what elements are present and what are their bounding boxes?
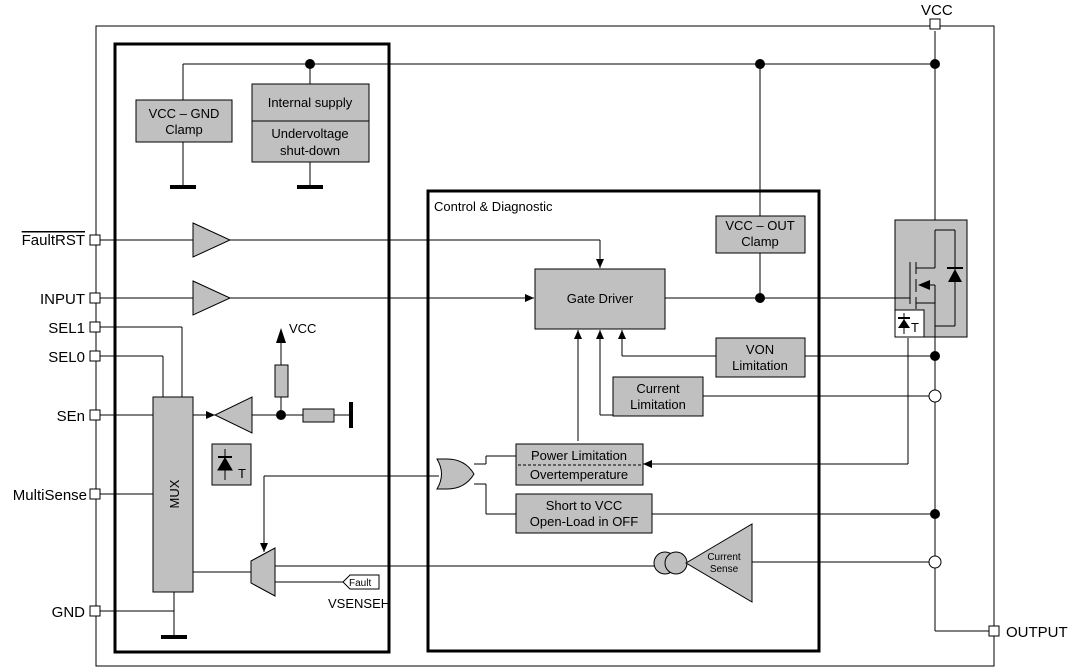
mosfet-arrow	[918, 280, 930, 290]
mosfet-temp-label: T	[911, 320, 919, 335]
input-buffer	[192, 280, 232, 316]
current-limitation-block	[612, 376, 704, 417]
output-pin-label: OUTPUT	[1006, 624, 1068, 641]
power-limitation-label: Power Limitation	[531, 448, 627, 463]
vsenseh-label: VSENSEH	[328, 596, 390, 611]
mosfet-temp-sensor	[894, 309, 925, 338]
vcc-pin-label: VCC	[921, 2, 953, 19]
or-gate	[436, 458, 475, 490]
fault-label: Fault	[349, 578, 371, 589]
internal-supply-label: Internal supply	[268, 95, 353, 110]
internal-supply-block	[251, 83, 370, 122]
vcc-internal-label: VCC	[289, 321, 316, 336]
sel0-pin-label: SEL0	[48, 349, 85, 366]
junction-dot	[755, 59, 765, 69]
undervoltage-label: Undervoltage	[271, 126, 348, 141]
junction-dot	[755, 293, 765, 303]
vcc-out-clamp-block	[715, 215, 806, 254]
open-load-label: Open-Load in OFF	[530, 514, 638, 529]
temp-sensor-block	[211, 443, 252, 486]
vcc-out-clamp-label: Clamp	[741, 234, 779, 249]
short-to-vcc-label: Short to VCC	[546, 498, 623, 513]
undervoltage-block	[251, 120, 370, 163]
current-sense-amp	[685, 523, 753, 603]
fault-tag	[342, 574, 380, 590]
pullup-resistor	[274, 364, 289, 398]
power-limitation-box	[515, 443, 644, 466]
current-limitation-label: Limitation	[630, 397, 686, 412]
current-sense-coil	[664, 551, 688, 575]
sen-buffer	[213, 396, 253, 434]
junction-dot	[930, 59, 940, 69]
gate-driver-label: Gate Driver	[567, 291, 634, 306]
faultrst-pin-label: FaultRST	[22, 232, 85, 249]
control-diagnostic-title: Control & Diagnostic	[434, 199, 553, 214]
sen-pin-label: SEn	[57, 408, 85, 425]
von-limitation-label: Limitation	[732, 358, 788, 373]
vcc-out-clamp-label: VCC – OUT	[725, 218, 794, 233]
sel1-pin-label: SEL1	[48, 320, 85, 337]
mux-label: MUX	[167, 479, 182, 508]
current-limitation-label: Current	[636, 381, 680, 396]
junction-dot	[276, 410, 286, 420]
gnd-pin-label: GND	[52, 604, 86, 621]
package-outline	[95, 25, 995, 667]
junction-dot	[305, 59, 315, 69]
short-openload-block	[515, 493, 653, 534]
pulldown-resistor	[302, 408, 335, 423]
control-diagnostic-frame	[426, 189, 821, 653]
von-limitation-block	[715, 337, 806, 378]
current-sense-label: Current	[707, 552, 741, 563]
von-limitation-label: VON	[746, 342, 774, 357]
sense-amplifier	[250, 547, 276, 597]
gate-driver-block	[534, 268, 666, 330]
multisense-pin-label: MultiSense	[13, 487, 87, 504]
temp-sensor-diode	[217, 449, 233, 480]
open-junction	[928, 555, 942, 569]
vcc-gnd-clamp-label: Clamp	[165, 122, 203, 137]
faultrst-buffer	[192, 222, 232, 258]
temp-sensor-label: T	[238, 466, 246, 481]
mosfet-body-diode	[948, 269, 962, 282]
input-pin-label: INPUT	[40, 291, 85, 308]
logic-block-frame	[113, 42, 391, 654]
mux-block	[152, 396, 194, 593]
overtemperature-label: Overtemperature	[530, 467, 628, 482]
vcc-arrow	[276, 328, 286, 343]
signal-wiring	[100, 239, 935, 636]
mosfet-temp-diode-triangle	[898, 319, 910, 328]
undervoltage-label: shut-down	[280, 143, 340, 158]
junction-dot	[930, 351, 940, 361]
junction-dot	[930, 509, 940, 519]
vcc-gnd-clamp-label: VCC – GND	[149, 106, 220, 121]
vcc-gnd-clamp-block	[135, 99, 233, 143]
open-junction	[928, 389, 942, 403]
current-sense-label: Sense	[710, 564, 739, 575]
